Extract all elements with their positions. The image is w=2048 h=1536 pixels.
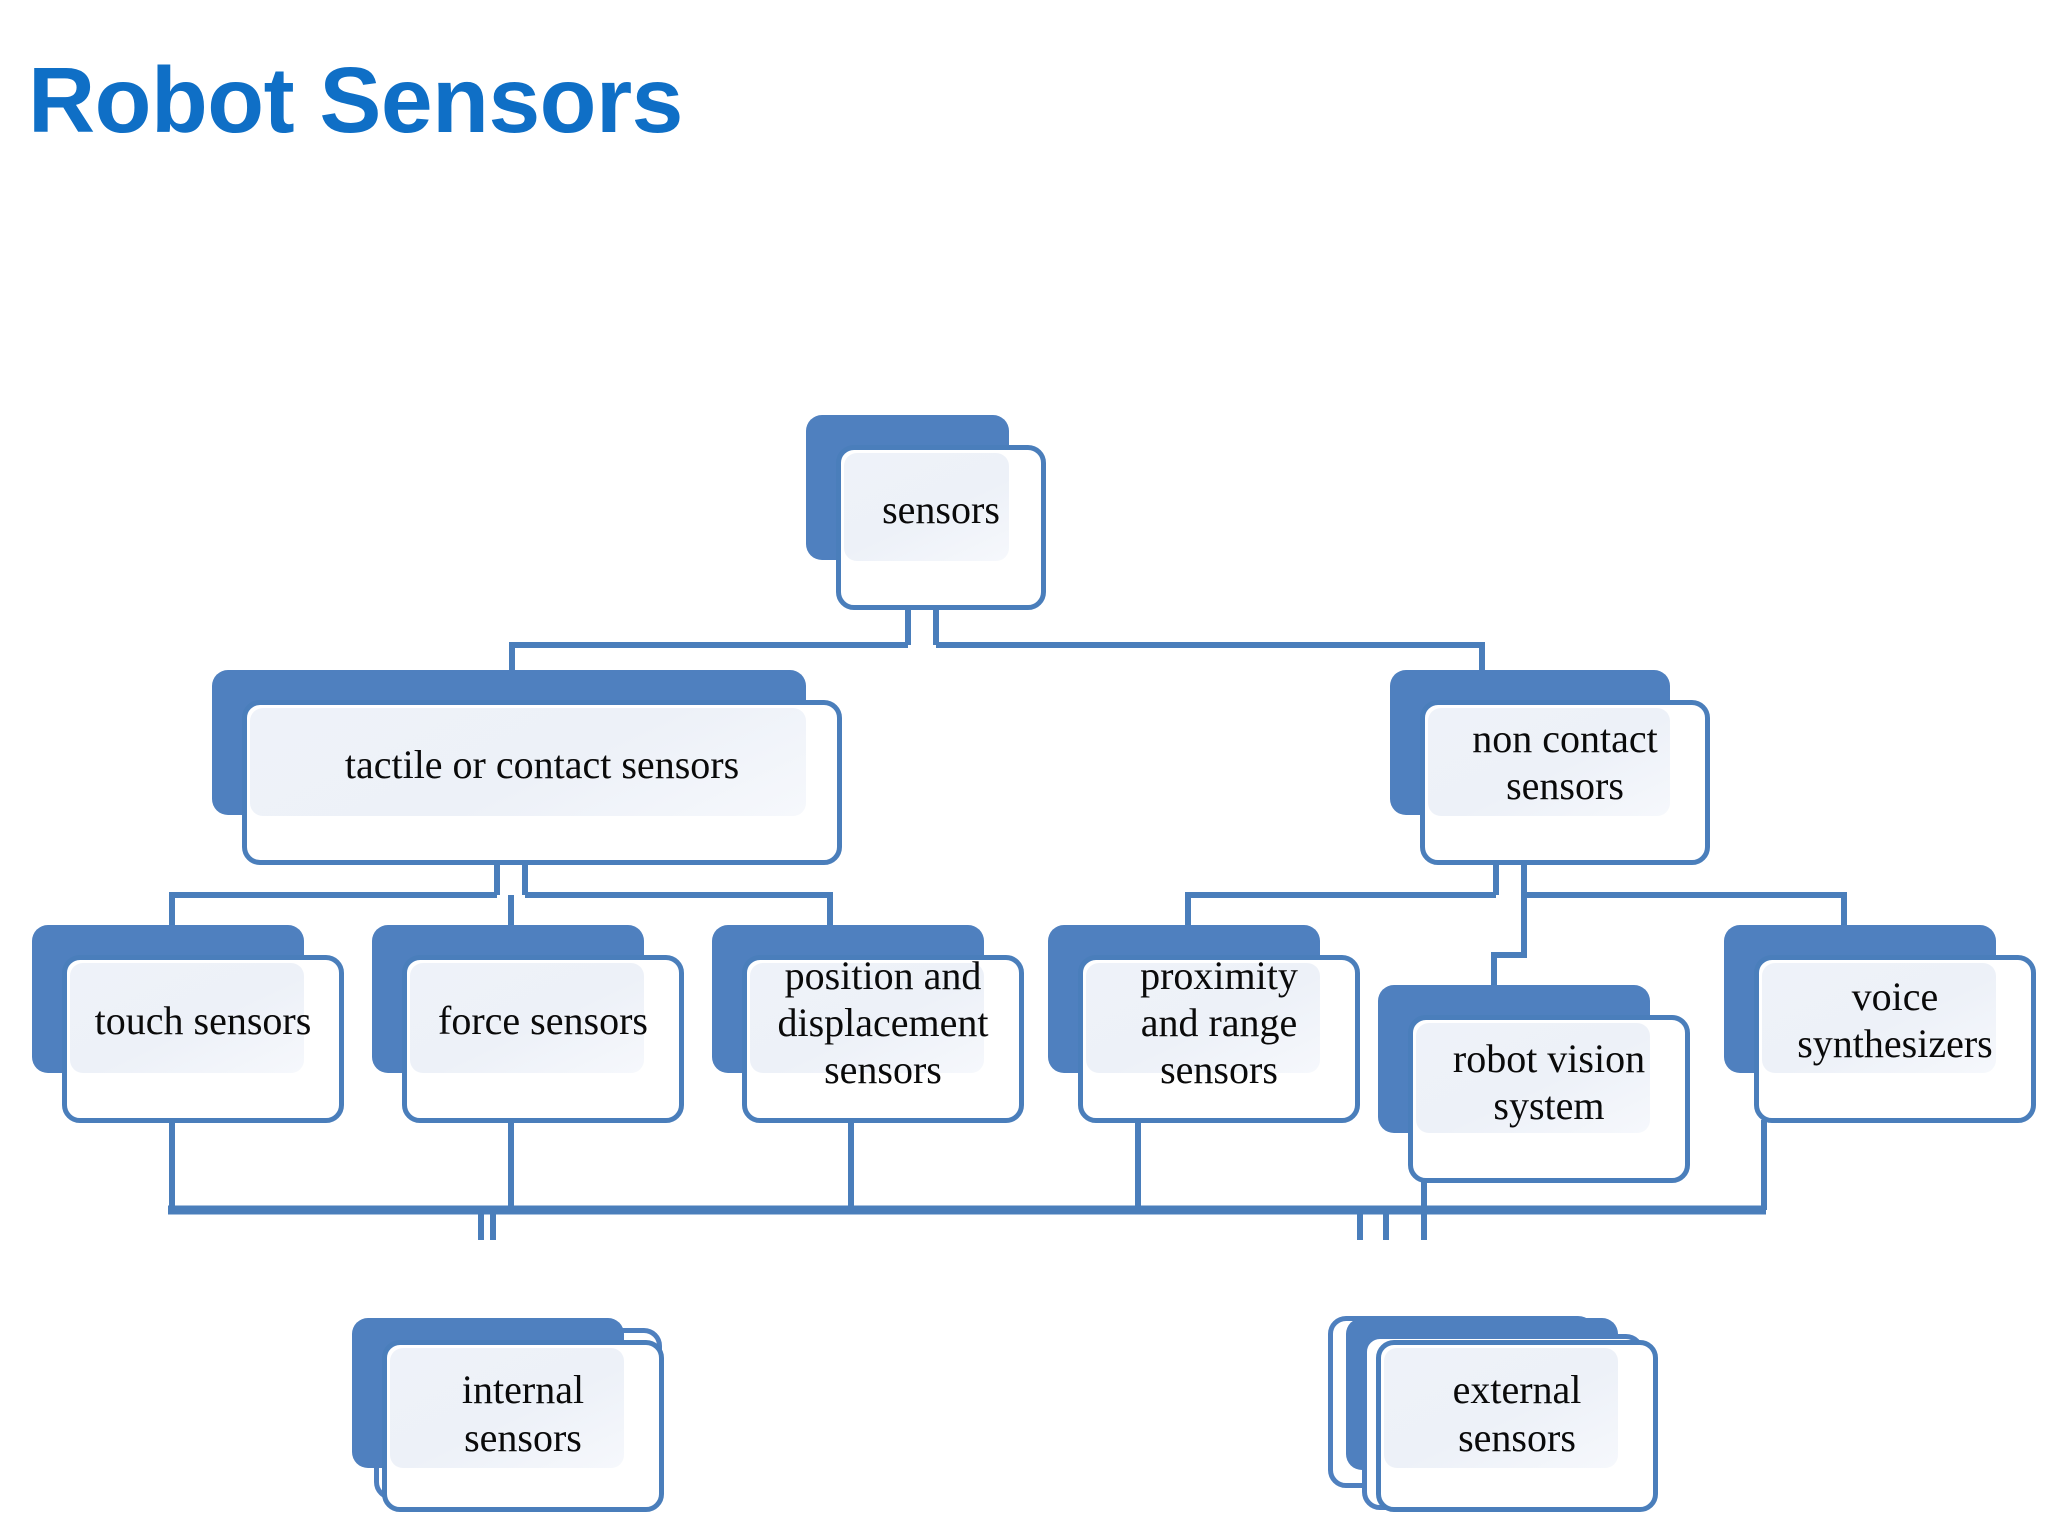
- node-sensors[interactable]: sensors: [806, 415, 1046, 610]
- node-proximity-label: proximity and range sensors: [1140, 952, 1298, 1093]
- node-touch-fill: [70, 963, 304, 1073]
- node-non-contact-sensors[interactable]: non contact sensors: [1390, 670, 1710, 865]
- node-voice-synthesizers[interactable]: voice synthesizers: [1724, 925, 2036, 1125]
- node-position-label: position and displacement sensors: [777, 952, 989, 1093]
- node-voice-fill: [1762, 963, 1996, 1073]
- node-sensors-label: sensors: [882, 487, 1000, 533]
- node-robot-vision-system[interactable]: robot vision system: [1378, 985, 1690, 1185]
- node-noncontact-label: non contact sensors: [1472, 715, 1658, 808]
- node-force-label: force sensors: [438, 997, 648, 1043]
- node-internal-label: internal sensors: [461, 1367, 585, 1460]
- node-external-label: external sensors: [1452, 1367, 1582, 1460]
- node-external-sensors[interactable]: external sensors: [1328, 1310, 1668, 1515]
- node-tactile-fill: [250, 708, 806, 816]
- page-title: Robot Sensors: [28, 48, 683, 152]
- node-internal-fill: [390, 1348, 624, 1468]
- node-touch-sensors[interactable]: touch sensors: [32, 925, 344, 1125]
- node-position-and-displacement-sensors[interactable]: position and displacement sensors: [712, 925, 1024, 1125]
- node-internal-sensors[interactable]: internal sensors: [352, 1310, 672, 1515]
- node-voice-label: voice synthesizers: [1797, 973, 1993, 1066]
- node-tactile-label: tactile or contact sensors: [344, 742, 740, 788]
- edge-noncontact-to-vision: [1491, 895, 1527, 998]
- node-sensors-fill: [844, 453, 1009, 561]
- node-vision-label: robot vision system: [1452, 1035, 1646, 1128]
- node-external-fill: [1384, 1348, 1618, 1468]
- node-noncontact-fill: [1428, 708, 1670, 816]
- node-force-sensors[interactable]: force sensors: [372, 925, 684, 1125]
- node-proximity-fill: [1086, 963, 1320, 1073]
- node-tactile-or-contact-sensors[interactable]: tactile or contact sensors: [212, 670, 842, 865]
- node-force-fill: [410, 963, 644, 1073]
- node-vision-fill: [1416, 1023, 1650, 1133]
- node-proximity-and-range-sensors[interactable]: proximity and range sensors: [1048, 925, 1360, 1125]
- node-touch-label: touch sensors: [94, 997, 312, 1043]
- node-position-fill: [750, 963, 984, 1073]
